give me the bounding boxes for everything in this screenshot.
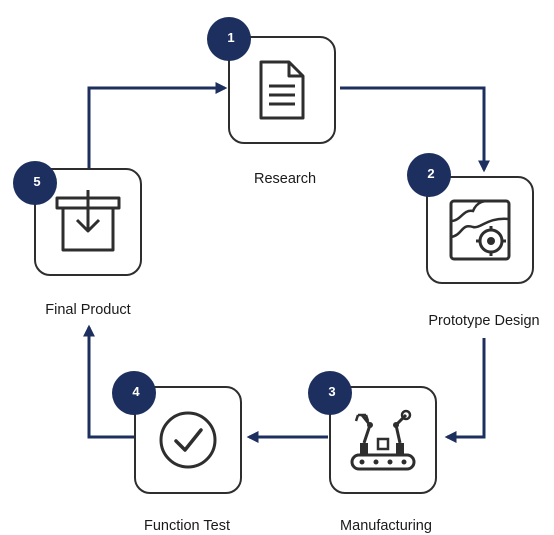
step-label-function-test: Function Test [144, 518, 230, 534]
connector-prototype-to-manufacturing [444, 338, 486, 443]
document-icon [259, 60, 305, 120]
box-download-icon [55, 190, 121, 252]
connector-test-to-final [83, 324, 134, 439]
step-number-badge: 3 [308, 371, 352, 415]
step-number-badge: 5 [13, 161, 57, 205]
connector-final-to-research [87, 82, 228, 168]
connector-research-to-prototype [340, 86, 490, 173]
step-label-prototype-design: Prototype Design [428, 313, 540, 329]
step-card-research [228, 36, 336, 144]
check-circle-icon [159, 411, 217, 469]
robot-arm-conveyor-icon [350, 409, 416, 471]
step-number-badge: 4 [112, 371, 156, 415]
step-card-prototype-design [426, 176, 534, 284]
step-label-final-product: Final Product [45, 302, 131, 318]
step-label-manufacturing: Manufacturing [340, 518, 432, 534]
step-number-badge: 2 [407, 153, 451, 197]
step-number-badge: 1 [207, 17, 251, 61]
gear-blueprint-icon [449, 199, 511, 261]
step-label-research: Research [253, 171, 317, 187]
